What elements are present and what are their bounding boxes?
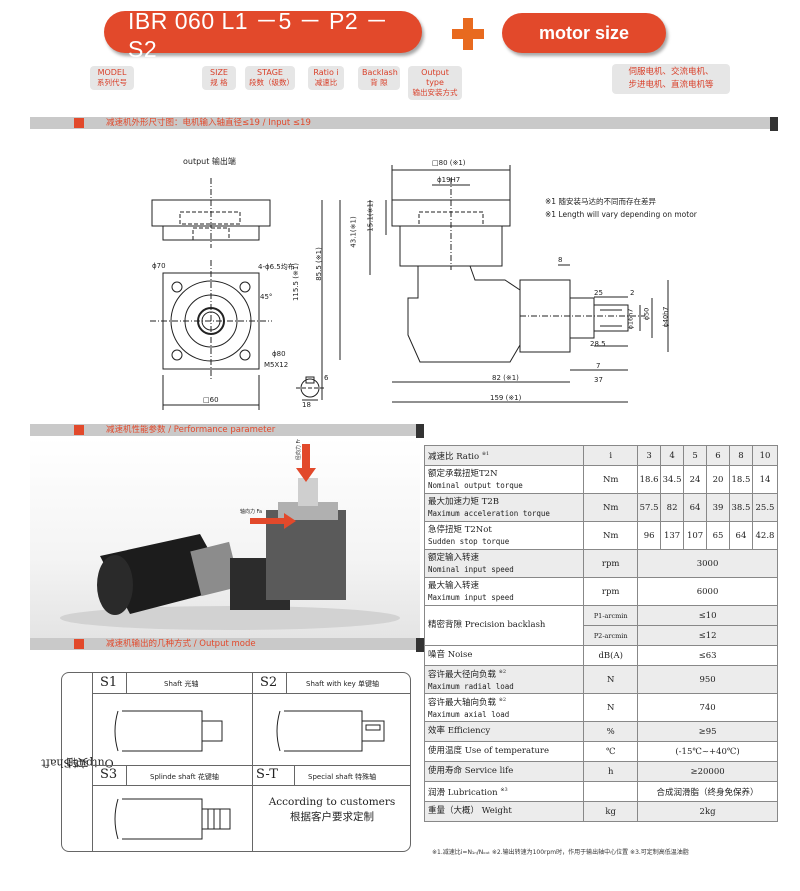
section-title-output-mode: 减速机输出的几种方式 / Output mode (106, 639, 256, 649)
tag-motor-types: 伺服电机、交流电机、步进电机、直流电机等 (612, 64, 730, 94)
dim-h115: 115.5 (※1) (292, 262, 301, 302)
custom-note: According to customers 根据客户要求定制 (268, 796, 396, 823)
dim-w82: 82 (※1) (492, 374, 519, 382)
dim-d40: ϕ40h7 (661, 306, 670, 328)
table-row: 噪音 Noise dB(A) ≤63 (423, 645, 778, 666)
motor-size-label: motor size (538, 22, 630, 43)
dim-sq60: □60 (203, 396, 219, 404)
section-bar-performance: 减速机性能参数 / Performance parameter (30, 424, 422, 436)
mode-code-s2: S2 (260, 675, 278, 690)
radial-force-label: 径向力 Fr (296, 438, 303, 461)
length-note-cn: ※1 随安装马达的不同而存在差异 (545, 197, 656, 206)
dim-m5: M5X12 (264, 361, 289, 369)
dim-w2: 2 (630, 289, 635, 297)
dim-h85: 85.5 (※1) (314, 247, 323, 281)
section-title-performance: 减速机性能参数 / Performance parameter (106, 425, 276, 435)
dim-d19: ϕ19H7 (437, 176, 461, 184)
dim-w8: 8 (558, 256, 563, 264)
table-row: 效率 Efficiency % ≥95 (423, 721, 778, 742)
backlash-row-p1: 精密背隙 Precision backlash P1-arcmin ≤10 (423, 605, 778, 646)
technical-drawing-svg (150, 165, 669, 410)
mode-desc-st: Special shaft 特殊轴 (308, 773, 377, 781)
model-code: IBR 060 L1 －5 － P2 － S2 (128, 7, 389, 62)
dim-d70: ϕ70 (152, 262, 166, 270)
dim-h15: 15.1(※1) (366, 200, 375, 232)
model-code-pill: IBR 060 L1 －5 － P2 － S2 (104, 8, 422, 62)
dim-w159: 159 (※1) (490, 394, 522, 402)
dimension-drawing: output 输出端 ϕ70 4-ϕ6.5均布 45° ϕ80 M5X12 □6… (0, 130, 800, 430)
dim-holes: 4-ϕ6.5均布 (258, 263, 295, 271)
dim-w25: 25 (594, 289, 603, 297)
shaft-sketches (114, 710, 385, 840)
dim-key18: 18 (302, 401, 311, 409)
table-footnote: ※1.减速比i=N₁ₙ/Nₒᵤₜ ※2.输出转速为100rpm时，作用于输出轴中… (432, 849, 689, 856)
mode-code-s3: S3 (100, 767, 118, 782)
table-row: 重量（大概） Weight kg 2kg (423, 801, 778, 822)
product-photo: 径向力 Fr 轴向力 Fa (30, 438, 420, 638)
mode-desc-s3: Splinde shaft 花键轴 (150, 773, 219, 781)
section-bar-dimensions: 减速机外形尺寸图：电机输入轴直径≤19 / Input ≤19 (30, 117, 772, 129)
mode-code-s1: S1 (100, 675, 118, 690)
dim-key6: 6 (324, 374, 329, 382)
mode-code-st: S-T (256, 767, 278, 782)
gearbox-motor-illustration (60, 444, 400, 630)
plus-icon (452, 18, 484, 50)
output-end-label: output 输出端 (183, 157, 236, 166)
axial-force-label: 轴向力 Fa (240, 509, 263, 515)
dim-w37: 37 (594, 376, 603, 384)
dim-angle: 45° (260, 293, 273, 301)
section-bar-output-mode: 减速机输出的几种方式 / Output mode (30, 638, 422, 650)
dim-d16: ϕ16h7 (626, 308, 635, 330)
table-row: 使用温度 Use of temperature ℃ (-15℃~+40℃) (423, 741, 778, 762)
dim-sq80: □80 (※1) (432, 159, 466, 167)
dim-w285: 28.5 (590, 340, 606, 348)
dim-d50: ϕ50 (642, 307, 651, 321)
dim-h43: 43.1(※1) (349, 216, 358, 248)
length-note-en: ※1 Length will vary depending on motor (545, 210, 697, 219)
table-row: 使用寿命 Service life h ≥20000 (423, 761, 778, 782)
motor-size-pill: motor size (502, 13, 666, 53)
dim-w7: 7 (596, 362, 601, 370)
output-mode-table: Output Shaft 实轴 S1 Shaft 光轴 S2 Shaft wit… (41, 672, 411, 852)
mode-desc-s2: Shaft with key 单键轴 (306, 680, 380, 688)
table-row: 润滑 Lubrication ※3 合成润滑脂（终身免保养） (423, 781, 778, 802)
section-title-dimensions: 减速机外形尺寸图：电机输入轴直径≤19 / Input ≤19 (106, 118, 311, 128)
dim-d80: ϕ80 (272, 350, 286, 358)
mode-desc-s1: Shaft 光轴 (164, 680, 199, 688)
backlash-row-p2: P2-arcmin ≤12 (425, 625, 778, 646)
